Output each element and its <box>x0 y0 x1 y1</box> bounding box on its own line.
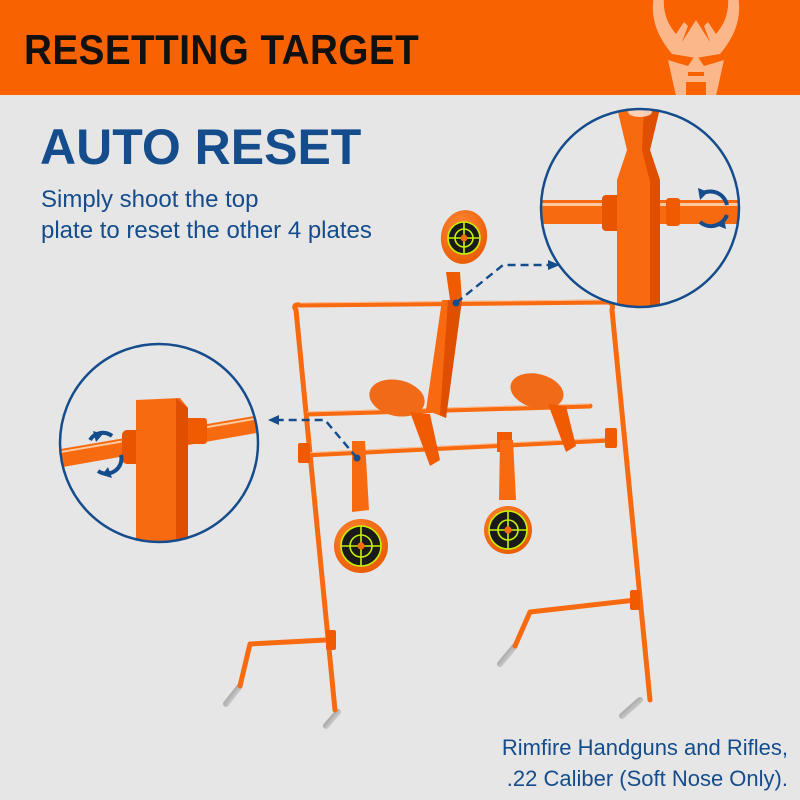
feature-description: Simply shoot the top plate to reset the … <box>41 184 372 246</box>
feature-description-line: Simply shoot the top <box>41 186 259 213</box>
callout-leaders <box>275 263 548 459</box>
hanging-target-plate-right <box>484 440 532 554</box>
top-pivot-detail-callout <box>539 107 741 309</box>
caliber-note-line: .22 Caliber (Soft Nose Only). <box>506 766 788 791</box>
top-reset-plate <box>426 210 488 418</box>
frame-clamps <box>298 428 640 650</box>
feature-headline: AUTO RESET <box>40 119 362 175</box>
feature-description-line: plate to reset the other 4 plates <box>41 217 372 244</box>
caliber-note-line: Rimfire Handguns and Rifles, <box>501 735 788 760</box>
header-banner: RESETTING TARGET <box>0 0 800 95</box>
pivot-marker-lower <box>353 454 361 462</box>
leg-shadows <box>223 643 643 729</box>
rotate-arrows-icon <box>88 430 124 476</box>
header-title: RESETTING TARGET <box>24 26 420 73</box>
caliber-note: Rimfire Handguns and Rifles, .22 Caliber… <box>502 732 788 794</box>
hanging-target-plate-left <box>334 441 388 573</box>
lower-pivot-detail-callout <box>58 342 260 544</box>
pivot-marker-top <box>452 299 460 307</box>
deer-antler-logo-icon <box>652 0 740 95</box>
